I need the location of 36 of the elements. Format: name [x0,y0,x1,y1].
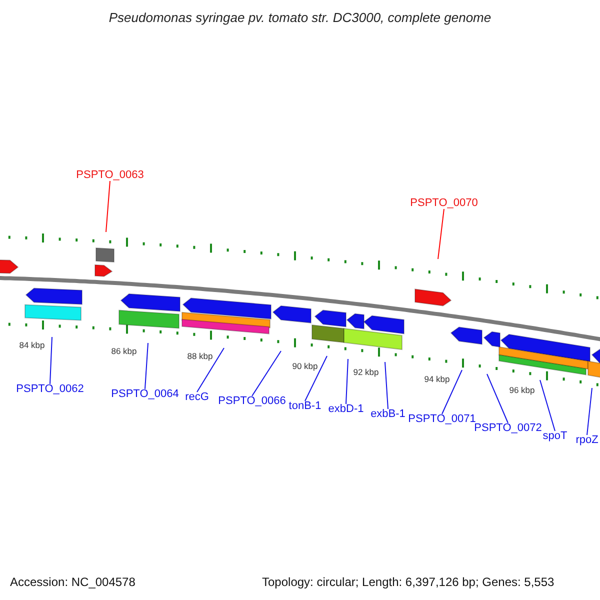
scale-label: 90 kbp [292,362,318,370]
scale-label: 86 kbp [111,347,137,356]
leader-line [438,208,444,260]
gene-label: PSPTO_0070 [410,198,478,209]
leader-line [586,388,592,436]
leader-line [442,370,462,414]
gene-label: PSPTO_0071 [408,414,476,425]
gene-label: PSPTO_0063 [76,170,144,181]
leader-line [50,336,52,384]
leader-line [486,374,508,424]
gene-label: tonB-1 [288,401,322,412]
title: Pseudomonas syringae pv. tomato str. DC3000, complete genome [108,11,492,24]
scale-label: 96 kbp [509,386,535,394]
leader-line [144,342,148,390]
genome-stats-text: Topology: circular; Length: 6,397,126 bp; Genes: 5,553 [262,576,554,588]
gene-label: recG [185,392,209,403]
scale-label: 92 kbp [353,368,379,376]
gene-label: exbB-1 [370,409,406,420]
gene-label: spoT [542,431,568,442]
scale-label: 94 kbp [424,375,450,384]
accession-text: Accession: NC_004578 [10,576,136,588]
gene-label: PSPTO_0066 [218,396,286,407]
gene-label: rpoZ [576,435,598,446]
gene-label: PSPTO_0062 [16,384,84,395]
gene-label: PSPTO_0072 [474,423,542,434]
leader-line [196,348,224,392]
leader-line [252,350,282,396]
leader-line [540,380,556,432]
gene-label: exbD-1 [328,404,364,415]
scale-label: 88 kbp [187,352,213,360]
gene-label: PSPTO_0064 [111,389,179,400]
leader-line [304,356,328,402]
leader-line [346,358,348,404]
leader-line [384,362,388,410]
scale-label: 84 kbp [19,341,45,350]
leader-line [106,180,110,232]
